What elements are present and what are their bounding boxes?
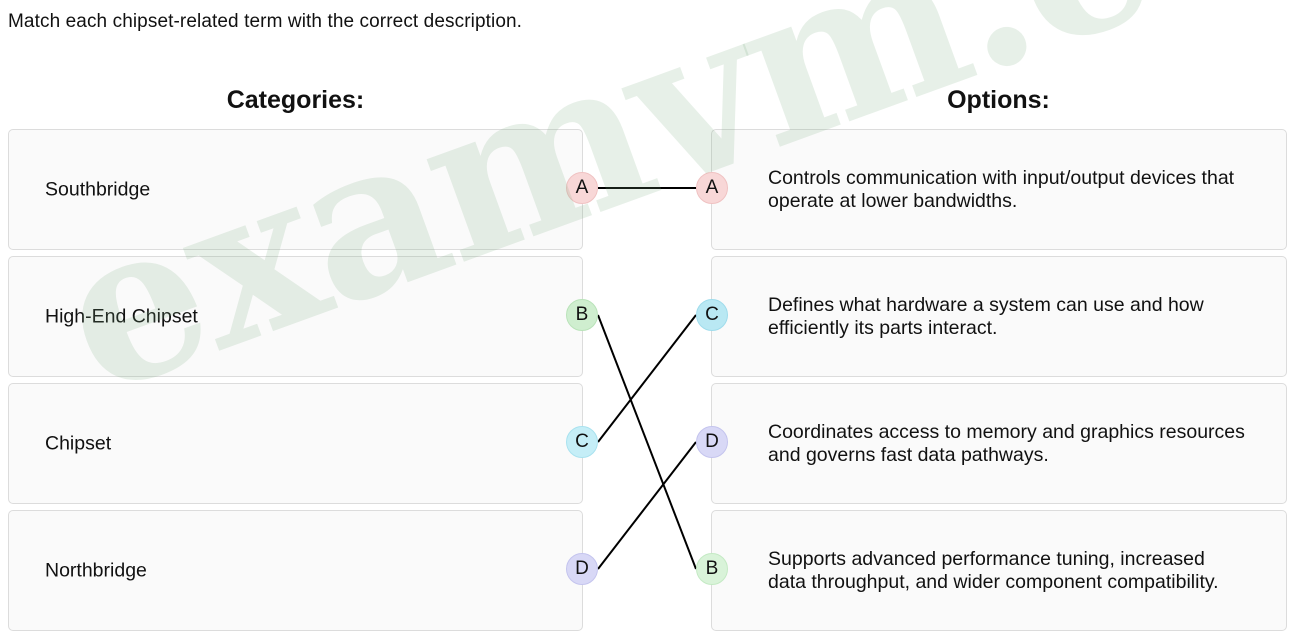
- option-badge-target[interactable]: A: [696, 172, 728, 204]
- category-item[interactable]: Southbridge: [8, 129, 583, 250]
- option-item[interactable]: Controls communication with input/output…: [711, 129, 1287, 250]
- options-heading: Options:: [947, 86, 1050, 114]
- category-label: Southbridge: [45, 178, 151, 200]
- category-label: High-End Chipset: [45, 305, 198, 327]
- option-badge-target[interactable]: D: [696, 426, 728, 458]
- option-badge-target[interactable]: C: [696, 299, 728, 331]
- category-badge-handle[interactable]: C: [566, 426, 598, 458]
- match-connector-line: [597, 441, 697, 570]
- option-badge-target[interactable]: B: [696, 553, 728, 585]
- category-label: Northbridge: [45, 559, 147, 581]
- option-text: Controls communication with input/output…: [768, 166, 1235, 212]
- category-item[interactable]: Chipset: [8, 383, 583, 504]
- option-item[interactable]: Defines what hardware a system can use a…: [711, 256, 1287, 377]
- categories-heading: Categories:: [226, 86, 365, 114]
- option-item[interactable]: Coordinates access to memory and graphic…: [711, 383, 1287, 504]
- category-item[interactable]: High-End Chipset: [8, 256, 583, 377]
- category-item[interactable]: Northbridge: [8, 510, 583, 631]
- category-badge-handle[interactable]: D: [566, 553, 598, 585]
- category-badge-handle[interactable]: B: [566, 299, 598, 331]
- option-item[interactable]: Supports advanced performance tuning, in…: [711, 510, 1287, 631]
- option-text: Coordinates access to memory and graphic…: [768, 420, 1245, 466]
- question-instruction: Match each chipset-related term with the…: [8, 11, 523, 32]
- option-text: Supports advanced performance tuning, in…: [768, 547, 1219, 593]
- category-badge-handle[interactable]: A: [566, 172, 598, 204]
- category-label: Chipset: [45, 432, 112, 454]
- match-connector-line: [597, 314, 697, 570]
- option-text: Defines what hardware a system can use a…: [768, 293, 1204, 339]
- match-connector-line: [597, 314, 697, 443]
